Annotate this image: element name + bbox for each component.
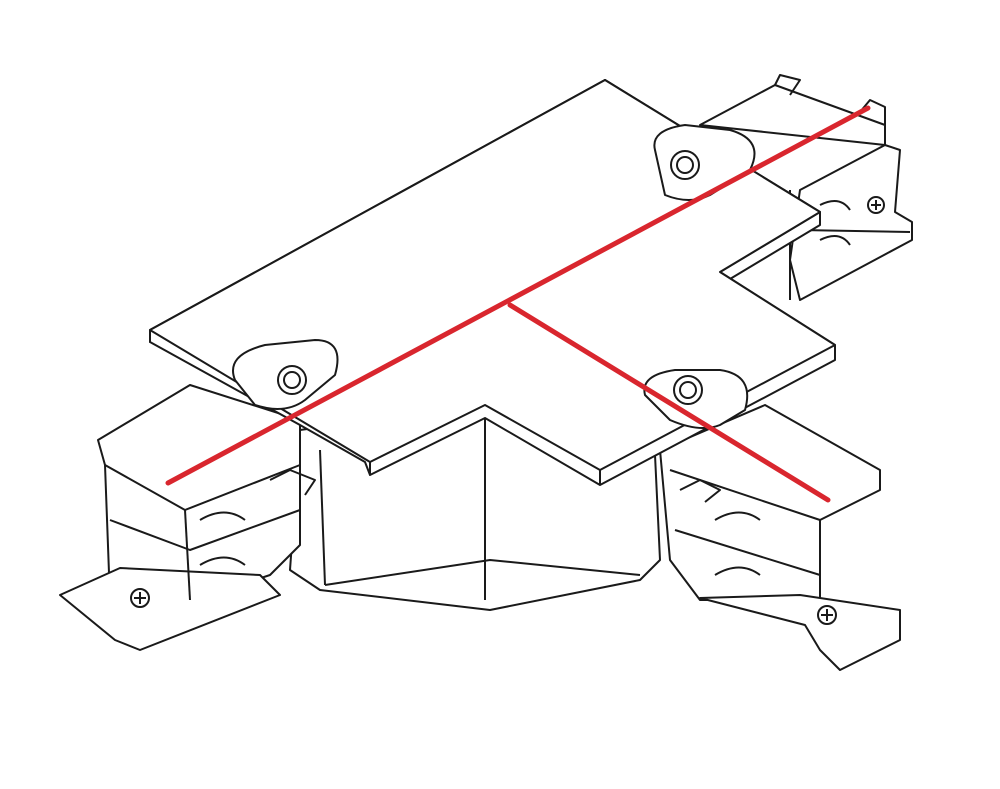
mounting-hole-icon: [673, 375, 703, 405]
main-conductor-line: [165, 105, 871, 486]
branch-conductor-line: [507, 302, 831, 503]
right-front-track: [659, 404, 901, 671]
right-rear-track: [699, 74, 913, 301]
mounting-hole-icon: [277, 365, 307, 395]
left-track: [59, 384, 316, 651]
top-plate: [149, 79, 836, 486]
mounting-hole-icon: [670, 150, 700, 180]
